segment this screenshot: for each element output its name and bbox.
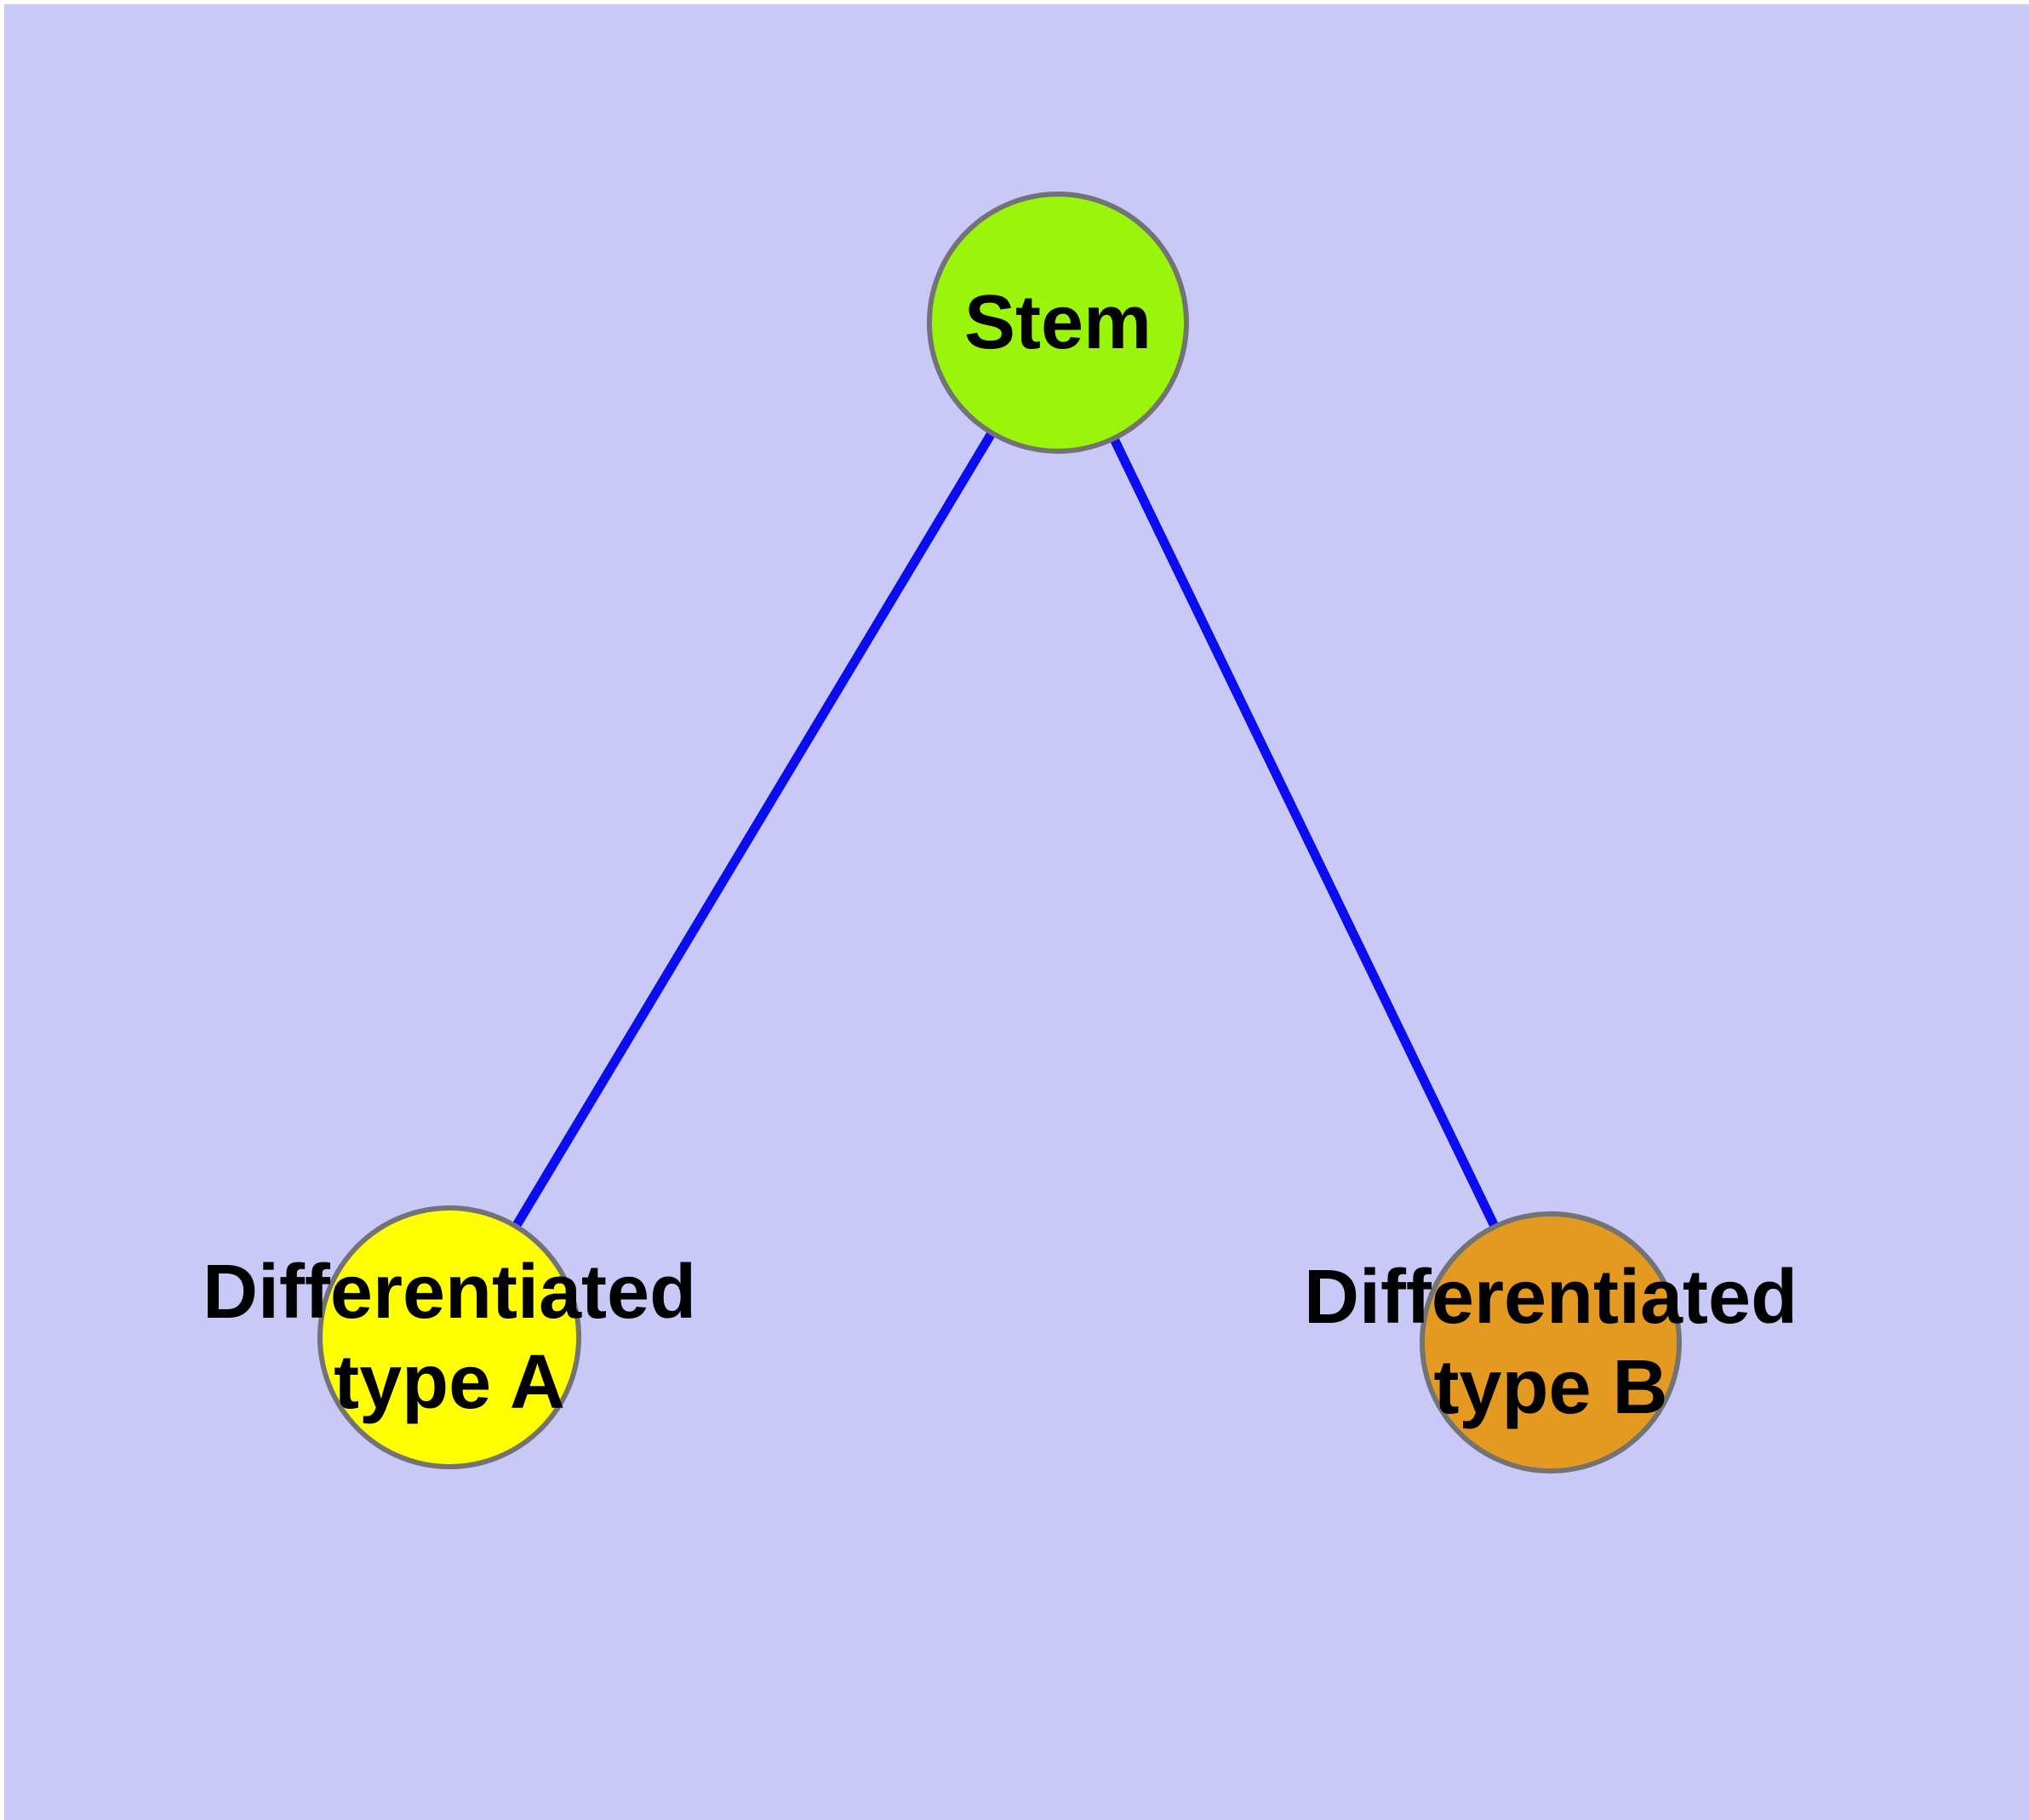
node-label-differentiated-type-b: Differentiated type B: [1303, 1254, 1798, 1430]
node-circle-diff-a: [317, 1205, 581, 1469]
node-label-stem: Stem: [963, 279, 1152, 365]
edge-stem-to-diff-a: [445, 320, 1062, 1340]
node-circle-stem: [927, 192, 1189, 454]
node-label-differentiated-type-a: Differentiated type A: [202, 1249, 697, 1425]
edge-stem-to-diff-b: [1054, 320, 1555, 1345]
node-circle-diff-b: [1420, 1211, 1682, 1474]
graph-diagram: [317, 192, 1682, 1474]
plot-background: Stem Differentiated type A Differentiate…: [4, 4, 2029, 1820]
